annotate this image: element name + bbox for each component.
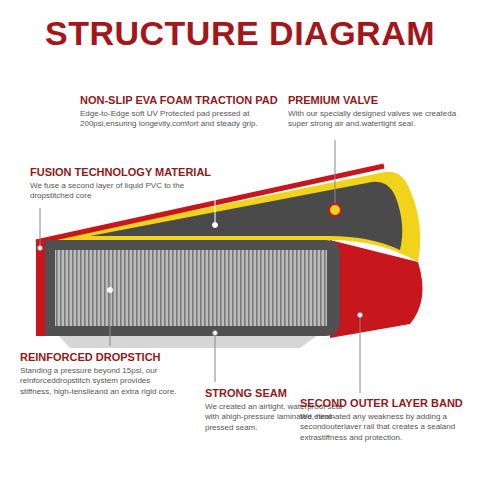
leader-line — [40, 208, 41, 246]
leader-dot — [108, 288, 113, 293]
leader-line — [335, 140, 336, 203]
leader-dot — [213, 331, 218, 336]
leader-dot — [38, 246, 43, 251]
callout-text: Standing a pressure beyond 15psi, our re… — [20, 366, 180, 397]
callout-heading: NON-SLIP EVA FOAM TRACTION PAD — [80, 94, 280, 107]
callout-heading: FUSION TECHNOLOGY MATERIAL — [30, 166, 230, 179]
callout-text: With our specially designed valves we cr… — [288, 109, 460, 130]
dropstitch-core — [55, 250, 327, 326]
callout-text: Edge-to-Edge soft UV Protected pad press… — [80, 109, 280, 130]
leader-dot — [213, 223, 218, 228]
leader-line — [215, 333, 216, 382]
traction-pad — [90, 182, 402, 250]
leader-line — [360, 315, 361, 393]
leader-line — [215, 148, 216, 225]
callout-heading: REINFORCED DROPSTICH — [20, 351, 200, 364]
base-layer — [58, 335, 318, 348]
page-title: STRUCTURE DIAGRAM — [0, 14, 480, 53]
section-wall — [45, 240, 340, 336]
callout-heading: SECOND OUTER LAYER BAND — [300, 397, 475, 410]
callout-text: We fuse a second layer of liquid PVC to … — [30, 181, 190, 202]
leader-dot — [358, 313, 363, 318]
callout-text: We eliminated any weakness by adding a s… — [300, 412, 468, 443]
left-rail — [36, 240, 46, 336]
valve — [329, 204, 341, 216]
leader-line — [110, 290, 111, 346]
callout-heading: PREMIUM VALVE — [288, 94, 463, 107]
